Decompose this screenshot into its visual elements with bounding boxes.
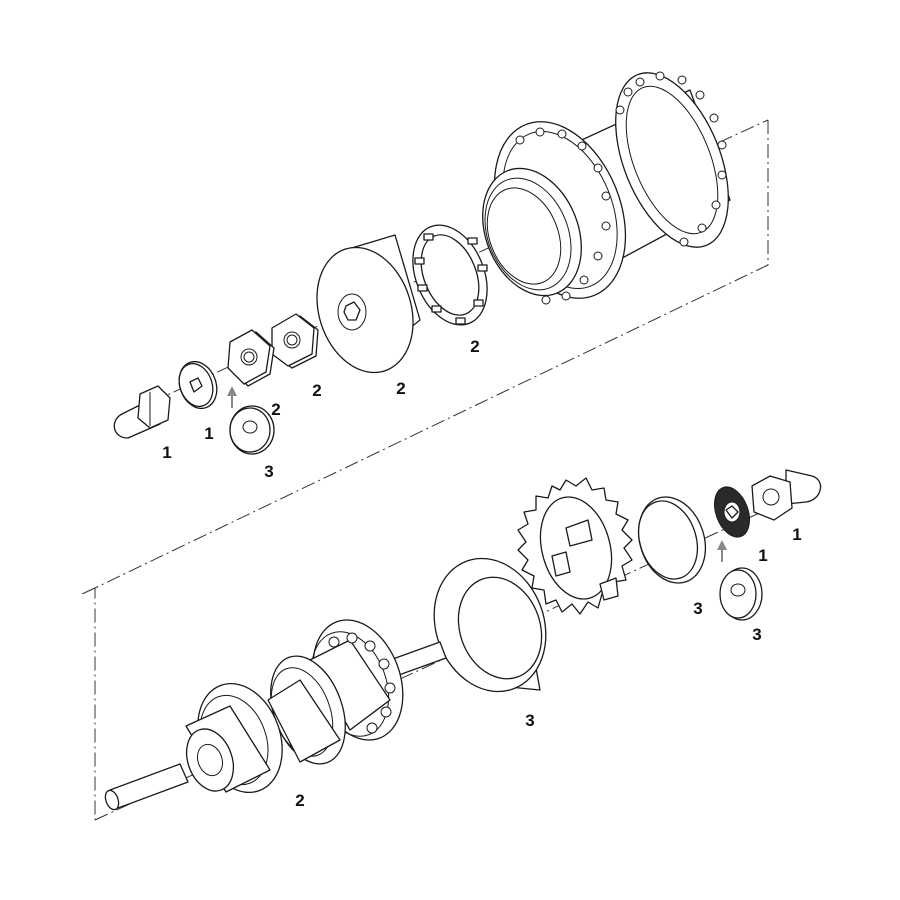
sprocket [517,477,633,615]
up-arrow-lower [717,540,727,562]
cap-nut-upper [113,385,171,439]
lock-washer-upper [178,360,218,410]
callout-cap-nut-lower: 1 [792,525,801,544]
callout-sprocket-spacer: 3 [693,599,702,618]
hex-nut-b [227,329,275,387]
callout-hex-nut-a: 2 [271,400,280,419]
callout-dust-cap: 2 [396,379,405,398]
bearing-retainer [412,224,488,326]
cap-nut-lower [751,469,822,521]
flange-holes-right [615,71,727,247]
callout-bearing-retainer: 2 [470,337,479,356]
dust-cap [316,234,421,374]
callout-shell-seal: 3 [525,711,534,730]
callout-lock-washer-upper: 1 [204,424,213,443]
lock-washer-lower [714,486,750,538]
callout-lock-washer-lower: 1 [758,546,767,565]
callout-washer-upper: 3 [264,462,273,481]
hub-shell [482,71,731,305]
upper-group-frame [81,120,769,820]
up-arrow-upper [227,386,237,408]
washer-upper [229,405,275,455]
hex-nut-a [271,313,319,369]
callout-cap-nut-upper: 1 [162,443,171,462]
callout-hex-nut-b: 2 [312,381,321,400]
callout-washer-lower: 3 [752,625,761,644]
internal-assembly [104,619,447,811]
washer-lower [719,567,763,621]
flange-holes-left [515,127,611,305]
callout-internal-assembly: 2 [295,791,304,810]
shell-seal [433,557,547,693]
sprocket-spacer [637,496,706,584]
